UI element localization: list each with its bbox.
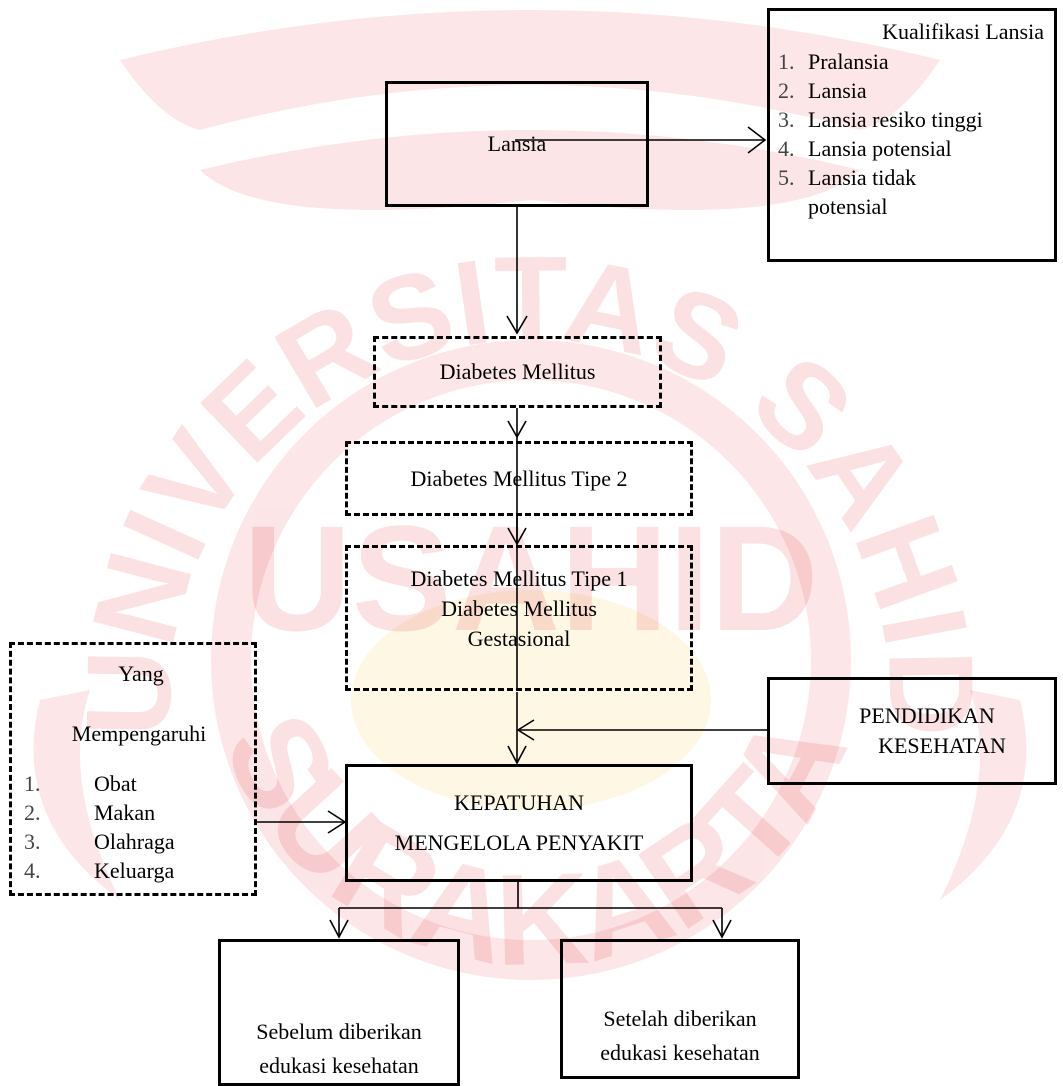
setelah-label-1: Setelah diberikan [603,1006,757,1031]
sebelum-label-2: edukasi kesehatan [259,1053,419,1078]
dm-other-types-node: Diabetes Mellitus Tipe 1 Diabetes Mellit… [345,545,693,691]
kualifikasi-lansia-node: Kualifikasi Lansia 1.Pralansia 2.Lansia … [767,8,1057,262]
sebelum-label-1: Sebelum diberikan [256,1019,422,1044]
lansia-label: Lansia [487,131,547,156]
kepatuhan-label-1: KEPATUHAN [454,790,584,815]
list-item: 4.Keluarga [24,858,175,883]
dm-gestasional-label-2: Gestasional [467,626,571,651]
setelah-label-2: edukasi kesehatan [600,1040,760,1065]
dm-tipe2-label: Diabetes Mellitus Tipe 2 [410,465,628,491]
list-item: potensial [808,194,888,219]
kepatuhan-label-2: MENGELOLA PENYAKIT [394,830,644,855]
diabetes-mellitus-node: Diabetes Mellitus [373,336,662,408]
dm-tipe1-label: Diabetes Mellitus Tipe 1 [410,566,628,591]
faktor-mempengaruhi-node: Yang Mempengaruhi 1.Obat 2.Makan 3.Olahr… [9,642,257,896]
kualifikasi-list: 1.Pralansia 2.Lansia 3.Lansia resiko tin… [778,47,1044,221]
list-item: 4.Lansia potensial [778,136,952,161]
list-item: 2.Makan [24,800,156,825]
pendidikan-label-1: PENDIDIKAN [859,703,995,728]
lansia-node: Lansia [385,81,649,207]
faktor-title-1: Yang [118,661,164,686]
list-item: 1.Obat [24,771,137,796]
pendidikan-kesehatan-node: PENDIDIKAN KESEHATAN [767,677,1057,785]
kualifikasi-title: Kualifikasi Lansia [882,19,1044,44]
sebelum-edukasi-node: Sebelum diberikan edukasi kesehatan [218,939,460,1086]
list-item: 5.Lansia tidak [778,165,917,190]
faktor-list: 1.Obat 2.Makan 3.Olahraga 4.Keluarga [24,769,248,885]
pendidikan-label-2: KESEHATAN [878,733,1006,758]
list-item: 3.Lansia resiko tinggi [778,107,983,132]
list-item: 3.Olahraga [24,829,175,854]
list-item: 2.Lansia [778,78,867,103]
setelah-edukasi-node: Setelah diberikan edukasi kesehatan [560,939,800,1079]
faktor-title-2: Mempengaruhi [71,721,207,746]
dm-gestasional-label-1: Diabetes Mellitus [441,596,597,621]
dm-tipe2-node: Diabetes Mellitus Tipe 2 [345,441,693,516]
kepatuhan-node: KEPATUHAN MENGELOLA PENYAKIT [345,764,693,882]
list-item: 1.Pralansia [778,49,889,74]
diabetes-mellitus-label: Diabetes Mellitus [439,359,596,384]
